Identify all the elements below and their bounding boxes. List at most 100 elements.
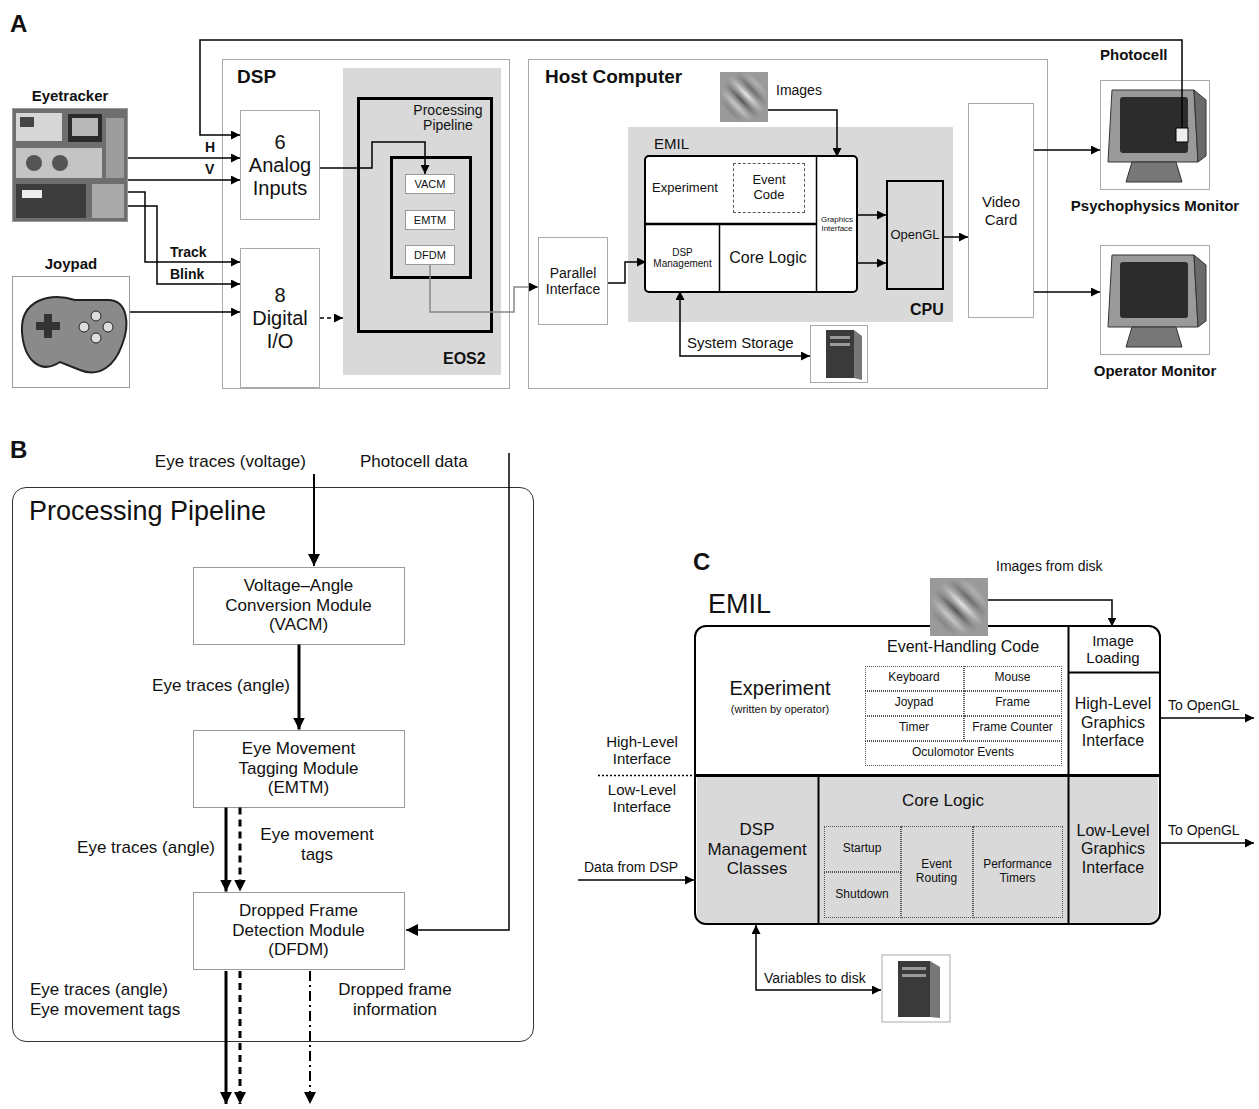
node-text: DSP Management Classes bbox=[700, 820, 815, 879]
annotation: To OpenGL bbox=[1168, 822, 1240, 838]
connectors bbox=[128, 40, 1182, 892]
module-box: Voltage–Angle Conversion Module (VACM) bbox=[193, 567, 405, 645]
node-text: Dropped Frame Detection Module (DFDM) bbox=[216, 901, 381, 960]
signal-arrow bbox=[1161, 842, 1254, 844]
node-text: 8 Digital I/O bbox=[247, 284, 313, 353]
node-text: Parallel Interface bbox=[541, 265, 605, 297]
node-label: Processing Pipeline bbox=[29, 496, 266, 527]
eyetracker-photo bbox=[13, 109, 127, 221]
connector bbox=[858, 262, 886, 264]
annotation: Photocell data bbox=[360, 452, 468, 472]
software-module: ExperimentEvent Code bbox=[646, 157, 816, 223]
eyetracker-photo bbox=[68, 114, 102, 142]
eyetracker-photo bbox=[22, 190, 42, 198]
node-label: EMIL bbox=[654, 135, 689, 152]
photocell-sensor bbox=[1181, 80, 1183, 128]
eyetracker-photo bbox=[52, 155, 68, 171]
connector bbox=[1034, 149, 1100, 151]
node-text: Joypad bbox=[895, 696, 934, 710]
edge-label: Blink bbox=[170, 266, 204, 282]
connector bbox=[608, 262, 646, 283]
annotation: Eye traces (voltage) bbox=[100, 452, 306, 472]
edge-label: V bbox=[205, 161, 214, 177]
crt-monitor bbox=[1108, 90, 1206, 347]
computer-tower bbox=[930, 961, 940, 1018]
connector bbox=[225, 808, 228, 892]
panel-letter: A bbox=[10, 10, 27, 38]
node-text: High-Level Graphics Interface bbox=[1071, 695, 1155, 750]
divider-line bbox=[598, 775, 692, 777]
software-module: DSP Management bbox=[646, 225, 719, 291]
node-label: Operator Monitor bbox=[1060, 362, 1250, 379]
software-module: Core LogicStartupEvent RoutingPerformanc… bbox=[819, 777, 1068, 923]
connector bbox=[128, 192, 240, 262]
software-module: Low-Level Graphics Interface bbox=[1069, 777, 1158, 923]
pipeline-frame bbox=[392, 158, 471, 278]
gabor-image bbox=[930, 578, 988, 636]
connector bbox=[768, 110, 837, 157]
node-text: OpenGL bbox=[890, 228, 939, 243]
computer-tower bbox=[882, 955, 950, 1022]
divider-line bbox=[1068, 672, 1159, 674]
node-text: Frame Counter bbox=[972, 721, 1053, 735]
node-text: EMTM bbox=[414, 214, 446, 227]
joypad-drawing bbox=[103, 322, 113, 332]
crt-monitor bbox=[1120, 97, 1188, 153]
node-text: Timer bbox=[899, 721, 929, 735]
hardware-region: DSP6 Analog Inputs8 Digital I/OEOS2Proce… bbox=[222, 59, 510, 389]
node-label: Experiment bbox=[697, 677, 864, 700]
pipeline-box: Processing PipelineVACM EMTM DFDM bbox=[357, 97, 493, 333]
joypad-drawing bbox=[91, 333, 101, 343]
video-card-box: Video Card bbox=[968, 103, 1034, 318]
node-label: Processing Pipeline bbox=[408, 103, 488, 133]
software-module: DSP Management Classes bbox=[697, 777, 818, 923]
event-cell: Startup bbox=[824, 826, 901, 872]
joypad-drawing bbox=[22, 297, 126, 372]
connector bbox=[128, 206, 240, 284]
divider-line bbox=[644, 223, 816, 226]
event-cell: Joypad bbox=[865, 691, 964, 716]
eyetracker-photo bbox=[72, 118, 98, 136]
module-box: EMTM bbox=[405, 210, 455, 230]
pipeline-panel: Processing PipelineVoltage–Angle Convers… bbox=[12, 487, 534, 1042]
node-text: Video Card bbox=[973, 193, 1029, 228]
joypad-drawing bbox=[91, 311, 101, 321]
connector bbox=[128, 157, 240, 159]
module-box: Dropped Frame Detection Module (DFDM) bbox=[193, 892, 405, 970]
edge-label: Eye traces (angle) bbox=[100, 676, 290, 696]
node-text: Startup bbox=[843, 842, 882, 856]
connector bbox=[320, 142, 425, 174]
eyetracker-photo bbox=[20, 117, 34, 127]
event-cell: Performance Timers bbox=[973, 826, 1063, 918]
processor-region: EOS2Processing PipelineVACMEMTMDFDM bbox=[343, 68, 501, 375]
signal-arrow bbox=[239, 971, 242, 1104]
photocell-sensor bbox=[1176, 80, 1188, 142]
node-text: Voltage–Angle Conversion Module (VACM) bbox=[216, 576, 381, 635]
eyetracker-photo bbox=[16, 148, 102, 178]
connector bbox=[430, 265, 538, 312]
software-module: Experiment(written by operator) bbox=[697, 627, 864, 773]
connector bbox=[130, 311, 240, 313]
annotation: Low-Level Interface bbox=[596, 781, 688, 816]
gabor-image bbox=[720, 72, 988, 636]
node-text: Image Loading bbox=[1071, 632, 1156, 667]
node-text: DFDM bbox=[414, 249, 446, 262]
crt-monitor bbox=[1194, 90, 1206, 162]
crt-monitor bbox=[1194, 255, 1206, 327]
annotation: Variables to disk bbox=[764, 970, 866, 986]
event-cell: Event Routing bbox=[901, 826, 973, 918]
gabor-image bbox=[930, 578, 988, 636]
event-cell: Keyboard bbox=[865, 666, 964, 691]
module-box: VACM bbox=[405, 174, 455, 194]
node-label: System Storage bbox=[687, 334, 794, 351]
annotation: Dropped frame information bbox=[320, 980, 470, 1019]
node-text: 6 Analog Inputs bbox=[247, 131, 313, 200]
gabor-image bbox=[720, 72, 768, 122]
input-box: 6 Analog Inputs bbox=[240, 110, 320, 220]
node-label: Images from disk bbox=[996, 558, 1103, 574]
node-text: Event Code bbox=[739, 173, 799, 203]
annotation: Photocell bbox=[1100, 46, 1168, 63]
module-box: Eye Movement Tagging Module (EMTM) bbox=[193, 730, 405, 808]
computer-tower bbox=[902, 967, 926, 970]
